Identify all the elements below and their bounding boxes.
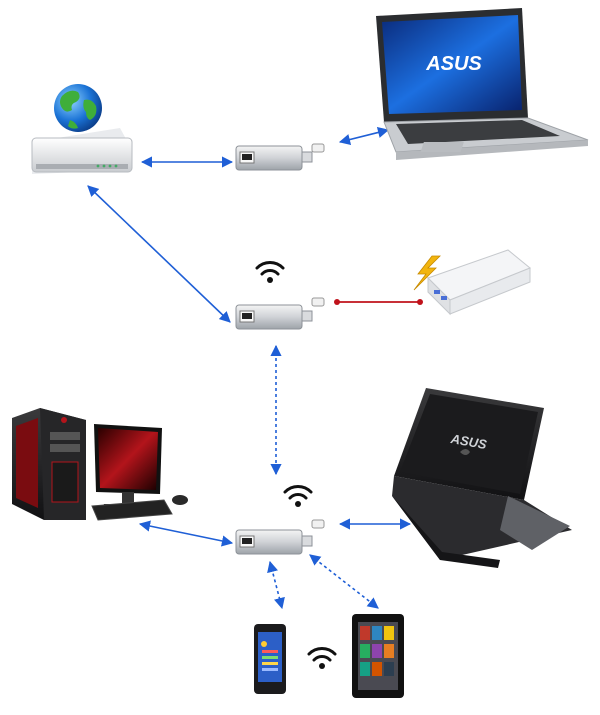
link-adapter-bottom-tablet <box>309 554 379 609</box>
tablet <box>352 614 404 698</box>
gaming-laptop-brand-logo: ASUS <box>449 431 488 452</box>
lightning-bolt-icon <box>413 255 441 291</box>
wifi-icon <box>255 261 285 283</box>
wifi-icon <box>307 647 337 669</box>
power-bank <box>427 249 531 316</box>
link-desktop-adapter-bottom <box>138 520 234 547</box>
link-adapter-top-ultrabook <box>338 127 390 145</box>
connections <box>87 127 423 610</box>
adapter-middle <box>235 297 325 330</box>
adapter-top <box>235 143 325 171</box>
gaming-laptop: ASUS <box>392 388 572 568</box>
power-line-end <box>417 299 423 305</box>
link-router-adapter-middle <box>87 185 231 323</box>
ultrabook: ASUS <box>376 8 589 160</box>
ultrabook-brand-logo: ASUS <box>425 53 482 75</box>
globe-icon <box>54 84 102 132</box>
gaming-desktop <box>12 408 188 521</box>
power-line-end <box>334 299 340 305</box>
smartphone <box>254 624 286 694</box>
wifi-icon <box>283 485 313 507</box>
adapter-bottom <box>235 519 325 555</box>
router <box>31 128 133 174</box>
link-adapter-bottom-smartphone <box>267 560 285 610</box>
